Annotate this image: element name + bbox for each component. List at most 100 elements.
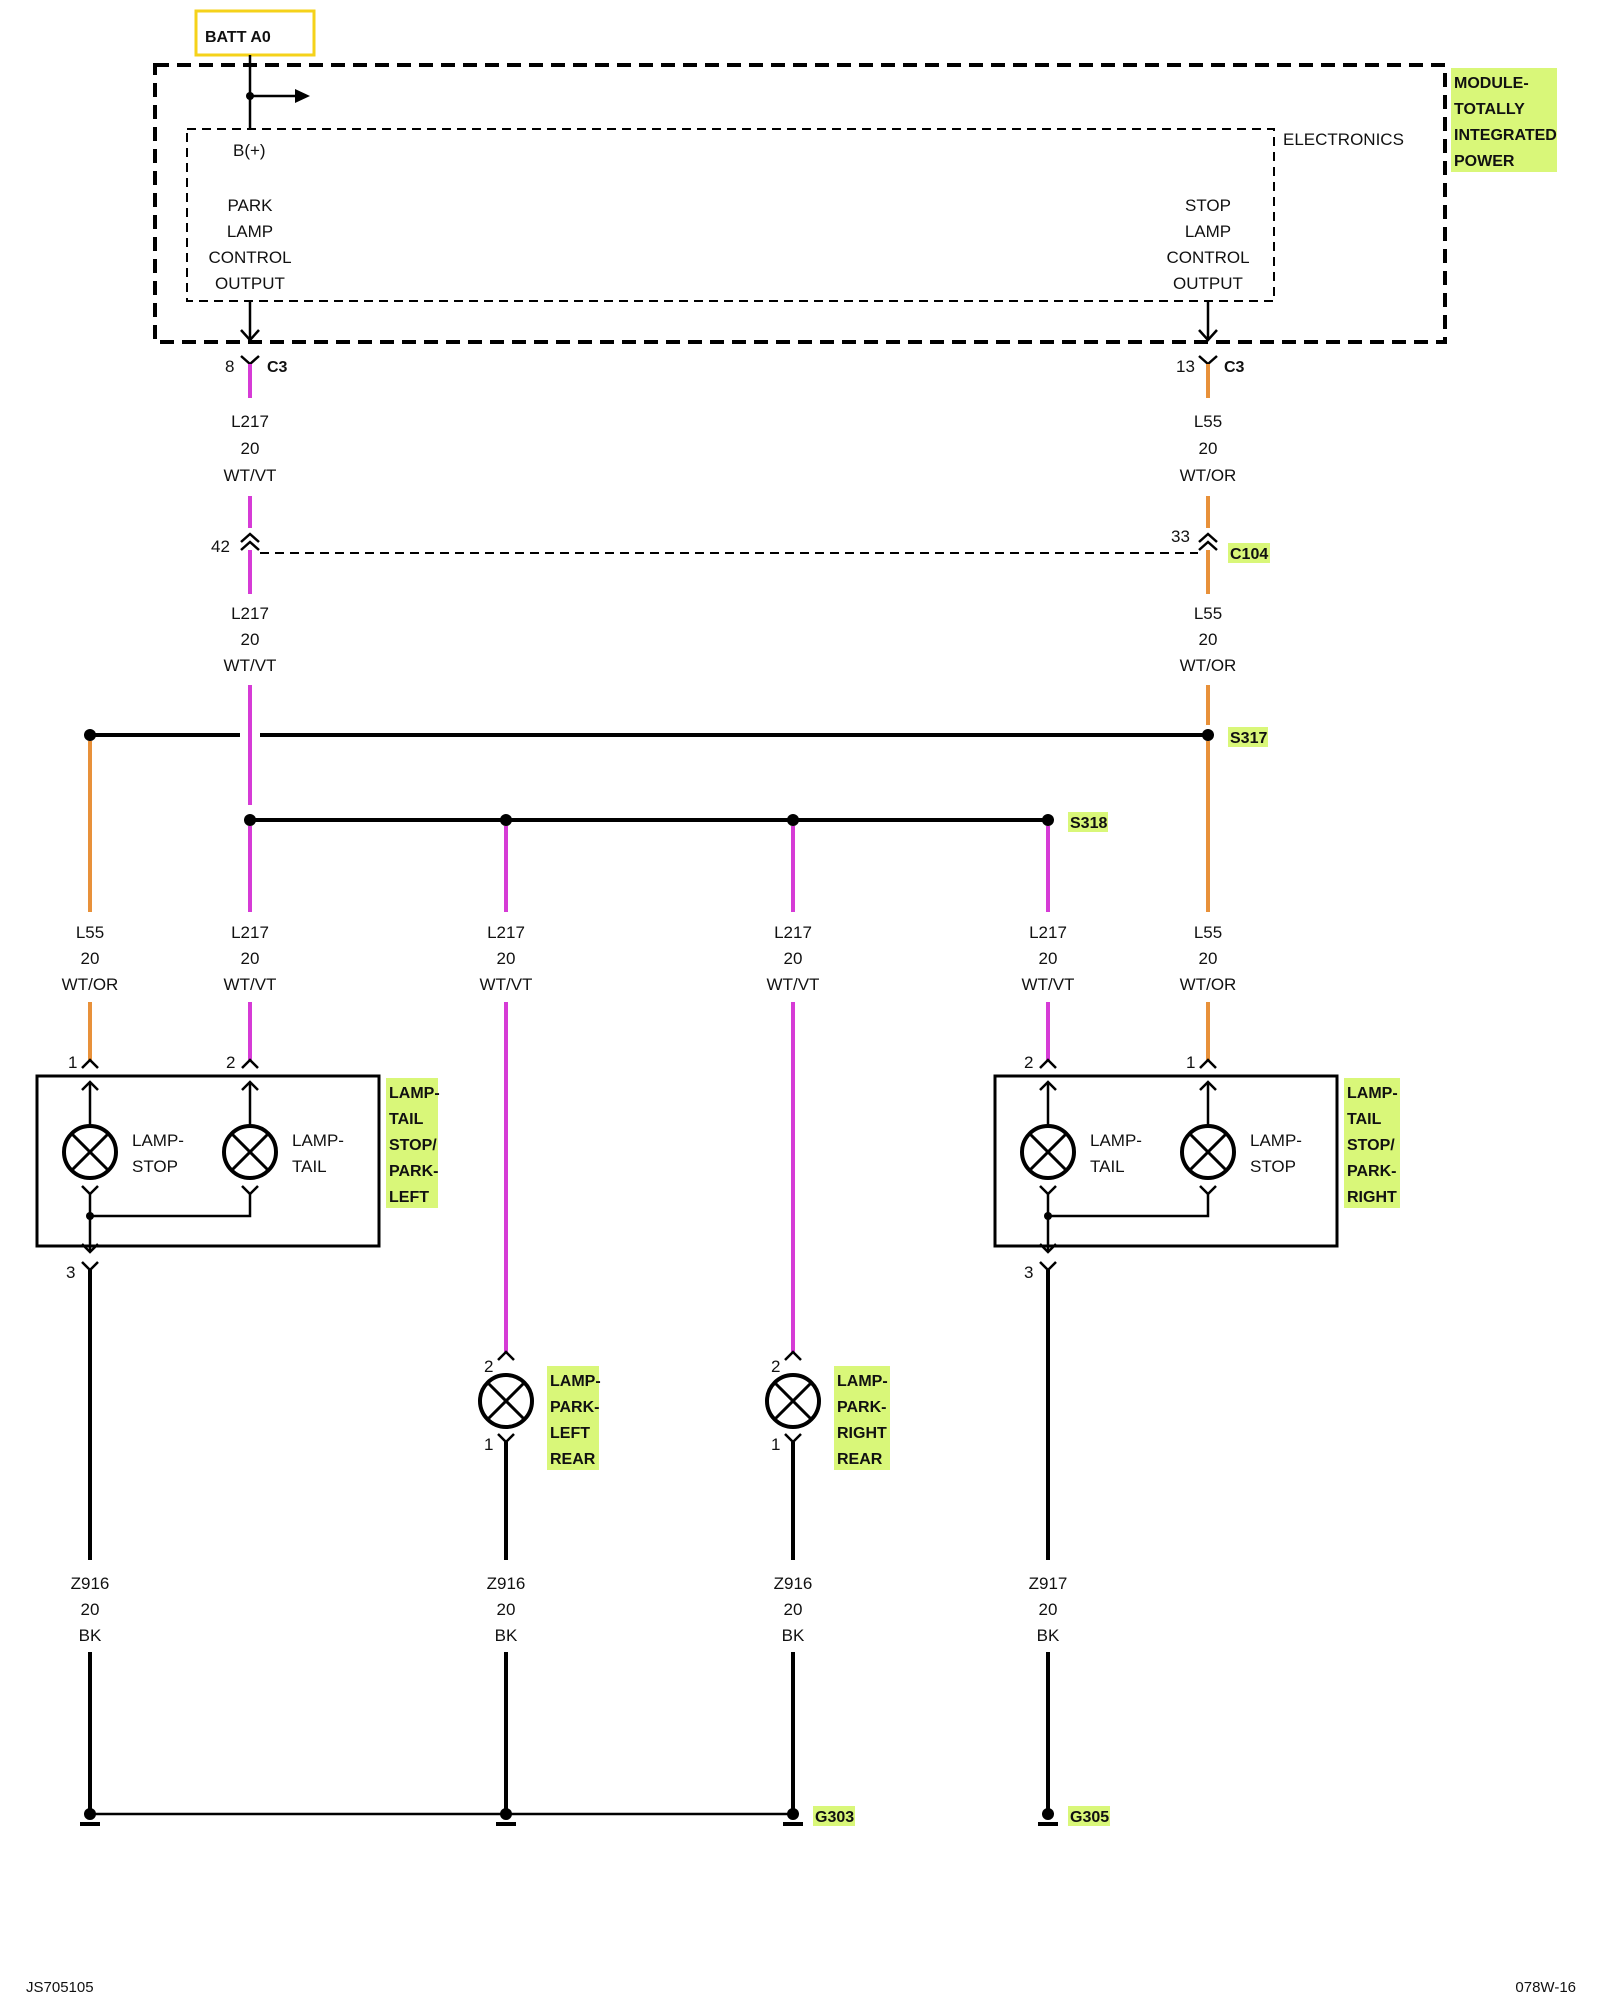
br5-circuit: L217 — [1029, 923, 1067, 942]
br4-color: WT/VT — [767, 975, 820, 994]
lamp-tail-left-bulb — [222, 1124, 278, 1180]
batt-label: BATT A0 — [205, 29, 271, 46]
module-name-1: MODULE- — [1454, 75, 1529, 92]
electronics-outline — [186, 128, 1275, 302]
wire-l55-mid-gauge: 20 — [1199, 630, 1218, 649]
right-lamp-name-1: LAMP- — [1347, 1085, 1398, 1102]
right-tail-label-2: TAIL — [1090, 1157, 1125, 1176]
lamp-park-left-rear-bulb — [478, 1373, 534, 1429]
wire-l217-mid-color: WT/VT — [224, 656, 277, 675]
c104-pin-42: 42 — [211, 537, 230, 556]
c104-label: C104 — [1230, 546, 1268, 563]
br6-circuit: L55 — [1194, 923, 1222, 942]
br2-color: WT/VT — [224, 975, 277, 994]
lamp-tail-stop-park-right: 2 1 LAMP- TAIL LAMP- STOP 3 — [993, 1053, 1400, 1282]
prr-name-3: RIGHT — [837, 1425, 887, 1442]
c104-pin-33: 33 — [1171, 527, 1190, 546]
park-output-1: PARK — [227, 196, 273, 215]
gw3-circuit: Z916 — [774, 1574, 813, 1593]
right-pin-3: 3 — [1024, 1263, 1033, 1282]
left-stop-label-1: LAMP- — [132, 1131, 184, 1150]
right-stop-label-1: LAMP- — [1250, 1131, 1302, 1150]
left-lamp-name-5: LEFT — [389, 1189, 429, 1206]
c3-label-left: C3 — [267, 359, 288, 376]
br4-circuit: L217 — [774, 923, 812, 942]
footer-right-id: 078W-16 — [1515, 1979, 1576, 1996]
br3-gauge: 20 — [497, 949, 516, 968]
gw2-circuit: Z916 — [487, 1574, 526, 1593]
left-tail-label-2: TAIL — [292, 1157, 327, 1176]
plr-name-2: PARK- — [550, 1399, 599, 1416]
right-pin-2: 2 — [1024, 1053, 1033, 1072]
lamp-tail-stop-park-left: 1 2 LAMP- STOP LAMP- TAIL 3 — [35, 1053, 440, 1282]
br1-circuit: L55 — [76, 923, 104, 942]
module-name-2: TOTALLY — [1454, 101, 1525, 118]
wire-l217-top-circuit: L217 — [231, 412, 269, 431]
wire-l55-top-circuit: L55 — [1194, 412, 1222, 431]
bplus-label: B(+) — [233, 141, 266, 160]
br5-gauge: 20 — [1039, 949, 1058, 968]
c3-pin-13: 13 — [1176, 357, 1195, 376]
left-lamp-name-2: TAIL — [389, 1111, 424, 1128]
batt-label-box — [194, 9, 316, 57]
wire-l55-top-color: WT/OR — [1180, 466, 1237, 485]
gw1-circuit: Z916 — [71, 1574, 110, 1593]
module-name-3: INTEGRATED — [1454, 127, 1557, 144]
plr-name-4: REAR — [550, 1451, 596, 1468]
br6-color: WT/OR — [1180, 975, 1237, 994]
s317-label: S317 — [1230, 730, 1267, 747]
wire-l217-mid-gauge: 20 — [241, 630, 260, 649]
footer-left-id: JS705105 — [26, 1979, 94, 1996]
left-lamp-name-4: PARK- — [389, 1163, 438, 1180]
c3-label-right: C3 — [1224, 359, 1245, 376]
gw1-gauge: 20 — [81, 1600, 100, 1619]
br6-gauge: 20 — [1199, 949, 1218, 968]
lamp-tail-right-bulb — [1020, 1124, 1076, 1180]
wire-l217-mid-circuit: L217 — [231, 604, 269, 623]
module-tipm-outline — [153, 63, 1447, 344]
prr-pin-2: 2 — [771, 1357, 780, 1376]
wire-l55-top-gauge: 20 — [1199, 439, 1218, 458]
gw4-color: BK — [1037, 1626, 1060, 1645]
park-output-4: OUTPUT — [215, 274, 285, 293]
wire-l55-mid-circuit: L55 — [1194, 604, 1222, 623]
prr-name-4: REAR — [837, 1451, 883, 1468]
prr-name-2: PARK- — [837, 1399, 886, 1416]
wire-l217-top-gauge: 20 — [241, 439, 260, 458]
left-lamp-name-3: STOP/ — [389, 1137, 437, 1154]
plr-name-1: LAMP- — [550, 1373, 601, 1390]
plr-name-3: LEFT — [550, 1425, 590, 1442]
stop-output-1: STOP — [1185, 196, 1231, 215]
gw2-color: BK — [495, 1626, 518, 1645]
prr-pin-1: 1 — [771, 1435, 780, 1454]
stop-output-3: CONTROL — [1166, 248, 1249, 267]
stop-output-2: LAMP — [1185, 222, 1231, 241]
plr-pin-2: 2 — [484, 1357, 493, 1376]
wire-l217-top-color: WT/VT — [224, 466, 277, 485]
gw1-color: BK — [79, 1626, 102, 1645]
prr-name-1: LAMP- — [837, 1373, 888, 1390]
br2-circuit: L217 — [231, 923, 269, 942]
br2-gauge: 20 — [241, 949, 260, 968]
stop-output-4: OUTPUT — [1173, 274, 1243, 293]
br3-color: WT/VT — [480, 975, 533, 994]
right-tail-label-1: LAMP- — [1090, 1131, 1142, 1150]
lamp-stop-right-bulb — [1180, 1124, 1236, 1180]
wire-l55-mid-color: WT/OR — [1180, 656, 1237, 675]
br3-circuit: L217 — [487, 923, 525, 942]
park-output-2: LAMP — [227, 222, 273, 241]
br5-color: WT/VT — [1022, 975, 1075, 994]
right-stop-label-2: STOP — [1250, 1157, 1296, 1176]
left-stop-label-2: STOP — [132, 1157, 178, 1176]
br1-gauge: 20 — [81, 949, 100, 968]
right-lamp-name-3: STOP/ — [1347, 1137, 1395, 1154]
right-lamp-name-4: PARK- — [1347, 1163, 1396, 1180]
right-pin-1: 1 — [1186, 1053, 1195, 1072]
lamp-park-right-rear: 2 1 LAMP- PARK- RIGHT REAR — [765, 1350, 890, 1470]
s318-label: S318 — [1070, 815, 1107, 832]
module-name-4: POWER — [1454, 153, 1515, 170]
gw4-circuit: Z917 — [1029, 1574, 1068, 1593]
br4-gauge: 20 — [784, 949, 803, 968]
left-pin-3: 3 — [66, 1263, 75, 1282]
